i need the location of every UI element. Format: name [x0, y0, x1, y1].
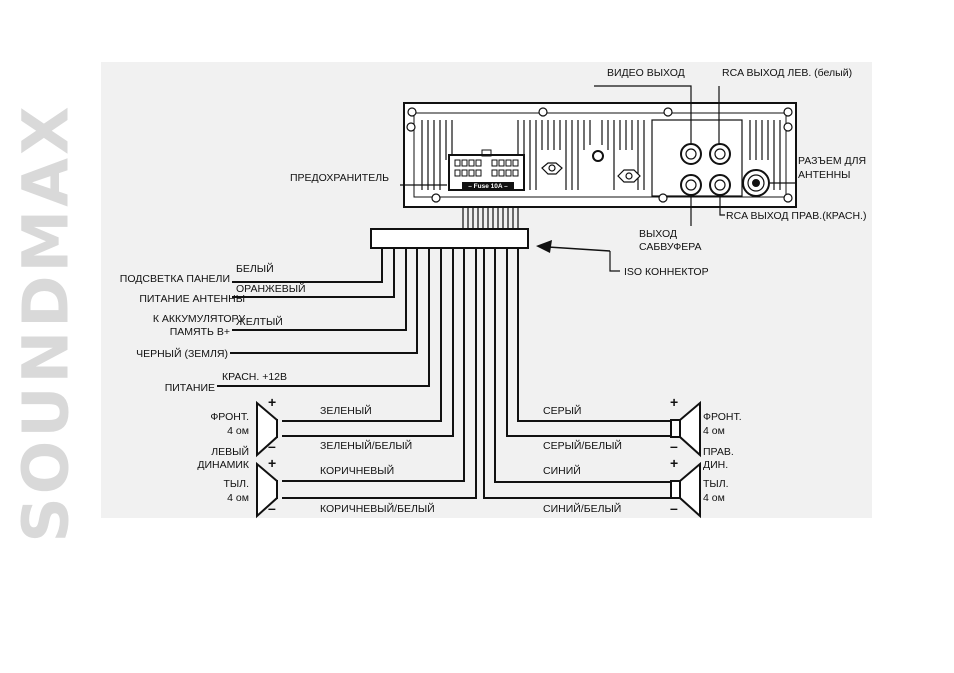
leader-lines — [400, 85, 796, 272]
wire-green: ЗЕЛЕНЫЙ — [320, 405, 372, 417]
right-rear-label-1: ТЫЛ. — [703, 478, 729, 490]
antenna-socket-icon — [742, 169, 770, 197]
wire-function-battery-1: К АККУМУЛЯТОРУ — [152, 313, 245, 325]
fuse-title: ПРЕДОХРАНИТЕЛЬ — [290, 172, 389, 184]
subwoofer-label-1: ВЫХОД — [639, 228, 678, 240]
head-unit-inner — [413, 112, 787, 198]
wire-brown: КОРИЧНЕВЫЙ — [320, 465, 395, 477]
heatsink-fins — [421, 120, 781, 190]
center-jack-icon — [592, 150, 604, 162]
right-group-label-1: ПРАВ. — [703, 446, 734, 458]
wire-green-white: ЗЕЛЕНЫЙ/БЕЛЫЙ — [320, 440, 413, 452]
wire-function-ground: ЧЕРНЫЙ (ЗЕМЛЯ) — [136, 348, 228, 360]
plus-sign: + — [670, 394, 679, 410]
subwoofer-label-2: САБВУФЕРА — [639, 241, 702, 253]
plus-sign: + — [670, 455, 679, 471]
wire-color-red: КРАСН. +12В — [222, 371, 288, 383]
left-group-label-1: ЛЕВЫЙ — [211, 446, 249, 458]
iso-socket-pins — [454, 149, 519, 177]
wire-gray-white: СЕРЫЙ/БЕЛЫЙ — [543, 440, 622, 452]
hex-bolt-icons — [541, 162, 641, 183]
wire-function-battery-2: ПАМЯТЬ B+ — [169, 326, 230, 338]
right-front-label-2: 4 ом — [703, 425, 725, 437]
wire-function-power: ПИТАНИЕ — [164, 382, 215, 394]
iso-connector-icon — [370, 228, 529, 249]
wire-color-orange: ОРАНЖЕВЫЙ — [236, 283, 306, 295]
wire-gray: СЕРЫЙ — [543, 405, 582, 417]
iso-connector-label: ISO КОННЕКТОР — [624, 266, 709, 278]
rca-right-label: RCA ВЫХОД ПРАВ.(КРАСН.) — [726, 210, 867, 222]
arrow-icon — [536, 240, 552, 253]
right-speaker-wire-lines — [483, 248, 671, 499]
wire-function-antenna: ПИТАНИЕ АНТЕННЫ — [139, 293, 245, 305]
video-out-label: ВИДЕО ВЫХОД — [607, 67, 685, 79]
antenna-label-1: РАЗЪЕМ ДЛЯ — [798, 155, 867, 167]
antenna-label-2: АНТЕННЫ — [798, 169, 851, 181]
right-rear-label-2: 4 ом — [703, 492, 725, 504]
minus-sign: – — [670, 500, 678, 516]
plus-sign: + — [268, 455, 277, 471]
right-front-label-1: ФРОНТ. — [703, 411, 742, 423]
fuse-label: – Fuse 10A – — [462, 182, 514, 191]
left-front-label-2: 4 ом — [227, 425, 249, 437]
plus-sign: + — [268, 394, 277, 410]
right-group-label-2: ДИН. — [703, 459, 729, 471]
left-group-label-2: ДИНАМИК — [197, 459, 249, 471]
left-rear-label-1: ТЫЛ. — [223, 478, 249, 490]
wire-function-backlight: ПОДСВЕТКА ПАНЕЛИ — [119, 273, 230, 285]
minus-sign: – — [268, 500, 276, 516]
harness-bundle — [462, 207, 519, 229]
screw-icons — [406, 107, 793, 203]
speaker-icons — [256, 400, 701, 519]
left-speaker-wire-lines — [282, 248, 477, 499]
iso-arrow-line — [547, 246, 611, 252]
minus-sign: – — [268, 438, 276, 454]
wire-blue: СИНИЙ — [543, 465, 581, 477]
wire-color-white: БЕЛЫЙ — [236, 263, 274, 275]
rca-left-label: RCA ВЫХОД ЛЕВ. (белый) — [722, 67, 853, 79]
left-rear-label-2: 4 ом — [227, 492, 249, 504]
left-front-label-1: ФРОНТ. — [210, 411, 249, 423]
power-wire-lines — [217, 248, 430, 387]
wire-brown-white: КОРИЧНЕВЫЙ/БЕЛЫЙ — [320, 503, 435, 515]
rca-jack-icons — [680, 143, 731, 196]
wire-color-yellow: ЖЕЛТЫЙ — [236, 316, 283, 328]
wire-blue-white: СИНИЙ/БЕЛЫЙ — [543, 503, 622, 515]
minus-sign: – — [670, 438, 678, 454]
